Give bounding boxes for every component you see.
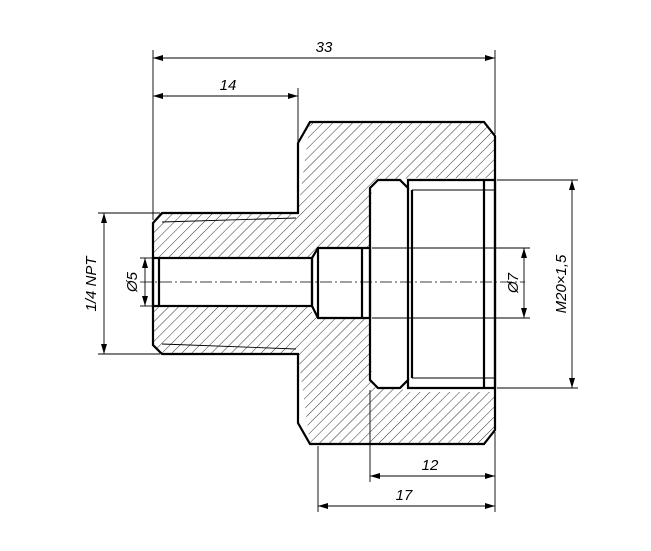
dim-npt-thread: 1/4 NPT (83, 255, 100, 312)
threaded-socket (368, 178, 497, 390)
part-section (140, 120, 525, 446)
dim-counterbore-diameter: Ø7 (505, 272, 522, 294)
dim-overall-length: 33 (316, 39, 333, 56)
npt-thread-root-top (161, 217, 297, 223)
dim-body-depth: 17 (396, 487, 413, 504)
outer-contour (151, 120, 497, 446)
dim-metric-thread: M20×1,5 (553, 254, 570, 313)
lower-section-hatch (153, 306, 495, 444)
dim-thread-length: 14 (220, 77, 237, 94)
dim-bore-diameter: Ø5 (124, 271, 141, 293)
npt-thread-root-bottom (161, 343, 297, 350)
upper-section-hatch (153, 122, 495, 258)
dimensions: 33 14 12 17 1/4 NPT Ø5 Ø7 M20×1,5 (83, 39, 578, 512)
dim-thread-depth: 12 (422, 457, 439, 474)
